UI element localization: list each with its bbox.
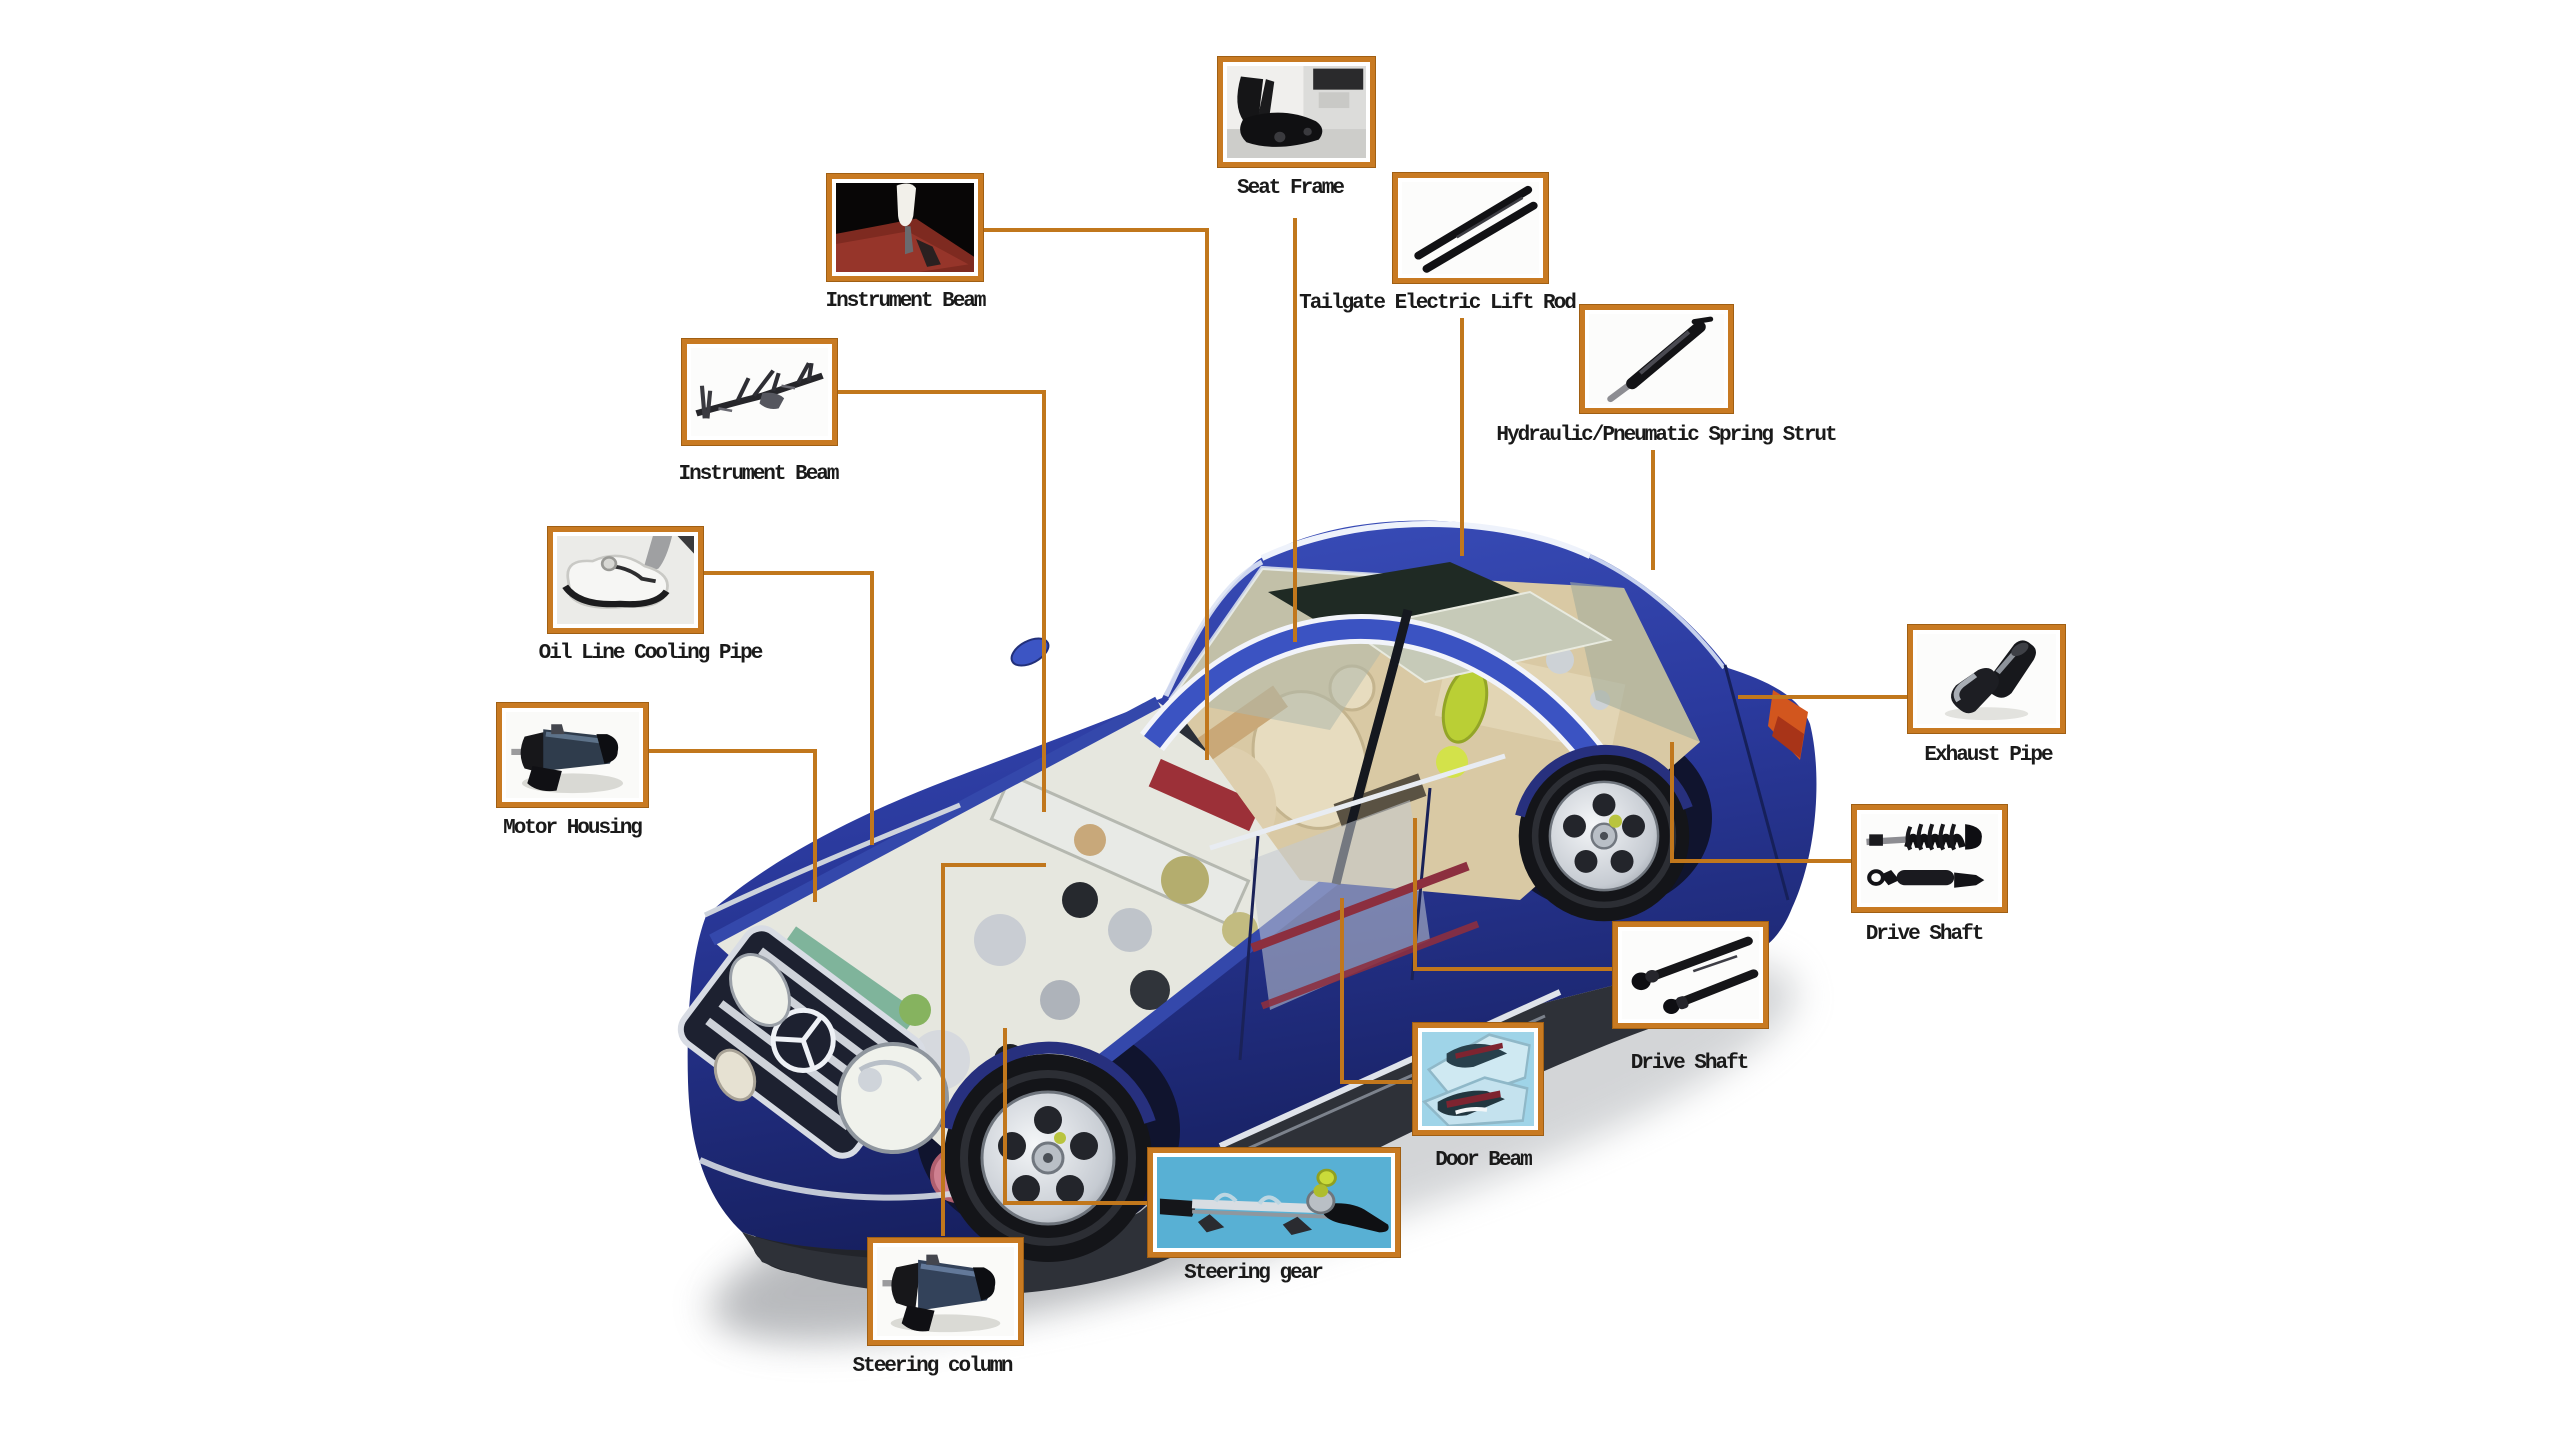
callout-motor-housing [497,703,648,807]
connector-motor-housing [648,749,817,902]
roof-highlights [703,521,1726,918]
steering-gear-photo [1157,1157,1391,1248]
callout-drive-shaft [1613,922,1768,1028]
callout-door-beam [1413,1023,1543,1135]
part-label-instrument-beam: Instrument Beam [678,463,839,486]
connector-drive-shaft-rear [1670,742,1852,863]
connector-drive-shaft [1413,818,1613,971]
callout-exhaust-pipe [1908,625,2065,733]
instrument-beam-frame-photo [691,348,828,436]
part-label-motor-housing: Motor Housing [503,817,643,840]
seat-frame-photo [1227,66,1366,158]
rear-details [1010,637,1808,948]
part-label-steering-gear: Steering gear [1184,1262,1324,1285]
spring-strut-photo [1589,314,1724,404]
part-label-drive-shaft: Drive Shaft [1630,1052,1750,1075]
rear-wheel [1518,750,1690,922]
part-label-door-beam: Door Beam [1435,1149,1532,1172]
callout-seat-frame [1218,57,1375,167]
callout-steering-column [868,1238,1023,1345]
connector-instrument-beam [837,390,1046,812]
connector-instrument-beam-top [983,228,1209,760]
connector-oil-line [703,571,874,845]
connector-lines [648,218,1908,1236]
drive-shafts-photo [1622,931,1759,1019]
exhaust-pipe-photo [1917,634,2056,724]
part-label-exhaust-pipe: Exhaust Pipe [1924,744,2053,767]
connector-steering-column [941,863,1046,1236]
part-label-tailgate-lift-rod: Tailgate Electric Lift Rod [1299,292,1577,315]
steering-column-photo [877,1247,1014,1336]
connector-steering-gear [1003,1028,1148,1205]
front-wheel [944,1054,1152,1262]
callout-instrument-beam [682,339,837,445]
strut-shock-photo [1861,814,1998,903]
part-label-steering-column: Steering column [852,1355,1013,1378]
instrument-beam-macro-photo [836,183,974,272]
callout-instrument-beam-top [827,174,983,281]
lift-rods-photo [1402,182,1539,274]
callout-oil-line [548,527,703,633]
callout-spring-strut [1580,305,1733,413]
callout-tailgate-lift-rod [1393,173,1548,283]
part-label-drive-shaft-rear: Drive Shaft [1865,923,1985,946]
part-label-oil-line: Oil Line Cooling Pipe [538,642,764,665]
callout-drive-shaft-rear [1852,805,2007,912]
part-label-seat-frame: Seat Frame [1236,177,1345,200]
oil-line-photo [557,536,694,624]
callout-steering-gear [1148,1148,1400,1257]
part-label-instrument-beam-top: Instrument Beam [825,290,986,313]
motor-housing-photo [506,712,639,798]
part-label-spring-strut: Hydraulic/Pneumatic Spring Strut [1496,424,1837,447]
door-beam-photo [1422,1032,1534,1126]
connector-door-beam [1340,898,1413,1084]
